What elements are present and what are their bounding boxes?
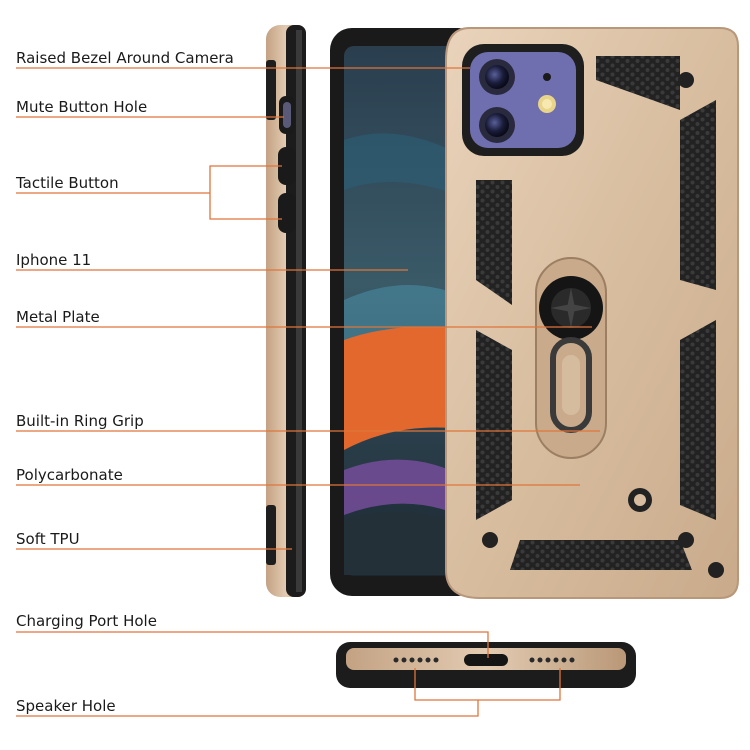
label-raised-bezel: Raised Bezel Around Camera: [16, 49, 234, 67]
label-ring-grip: Built-in Ring Grip: [16, 412, 144, 430]
label-tactile-button: Tactile Button: [16, 174, 119, 192]
leader-tactile-bracket: [209, 165, 282, 220]
label-speaker-hole: Speaker Hole: [16, 697, 116, 715]
leader-lines: [16, 67, 600, 717]
label-soft-tpu: Soft TPU: [16, 530, 80, 548]
leader-charging-port: [16, 631, 489, 658]
side-view-case: [266, 25, 306, 597]
case-back: [445, 27, 739, 599]
bottom-view-case: [336, 642, 636, 688]
label-mute-button-hole: Mute Button Hole: [16, 98, 148, 116]
label-metal-plate: Metal Plate: [16, 308, 100, 326]
label-iphone-11: Iphone 11: [16, 251, 92, 269]
label-polycarbonate: Polycarbonate: [16, 466, 123, 484]
phone-front-screen: [330, 28, 480, 596]
label-charging-port-hole: Charging Port Hole: [16, 612, 157, 630]
leader-speaker-right: [478, 668, 561, 701]
